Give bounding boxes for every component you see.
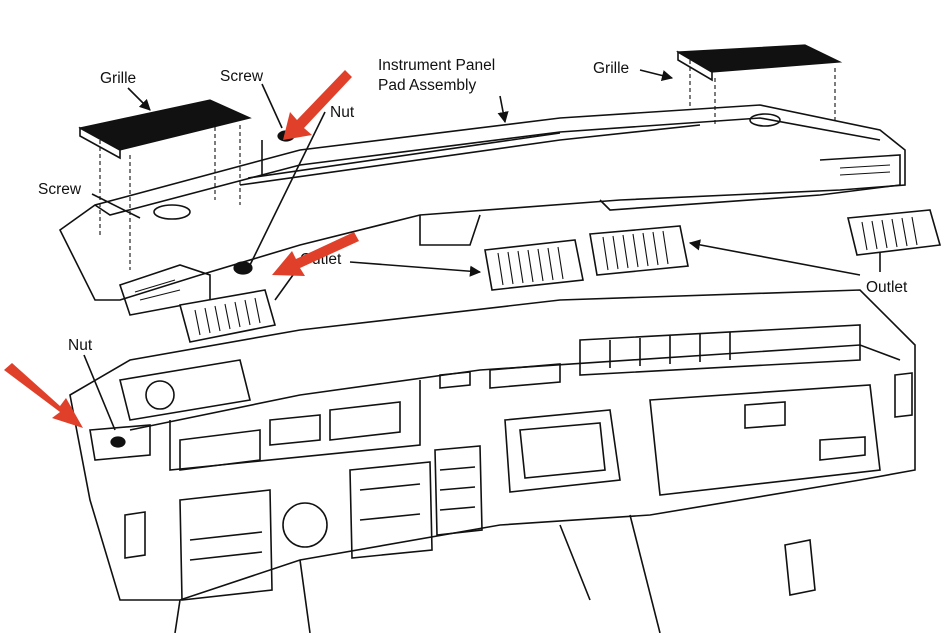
red-arrow-nut-top xyxy=(272,232,359,276)
grille-left xyxy=(78,99,252,270)
grille-right xyxy=(675,44,843,125)
red-arrow-nut-left xyxy=(4,363,83,428)
dashboard-carrier xyxy=(69,289,916,633)
label-grille-left: Grille xyxy=(100,70,136,87)
label-pad-line1: Instrument Panel xyxy=(378,57,495,74)
label-grille-right: Grille xyxy=(593,60,629,77)
label-nut-left: Nut xyxy=(68,337,93,354)
outlet-left xyxy=(178,289,277,343)
label-screw-left: Screw xyxy=(38,181,82,198)
nut-top xyxy=(233,261,253,275)
red-arrow-screw-top xyxy=(283,70,352,140)
label-screw-top: Screw xyxy=(220,68,264,85)
label-pad-line2: Pad Assembly xyxy=(378,77,476,94)
outlet-right xyxy=(847,209,942,256)
leader-lines xyxy=(83,69,881,431)
label-outlet-right: Outlet xyxy=(866,279,908,296)
label-nut-top: Nut xyxy=(330,104,355,121)
outlet-center-2 xyxy=(589,225,689,276)
instrument-panel-pad xyxy=(58,104,906,316)
outlet-center-1 xyxy=(484,239,584,291)
